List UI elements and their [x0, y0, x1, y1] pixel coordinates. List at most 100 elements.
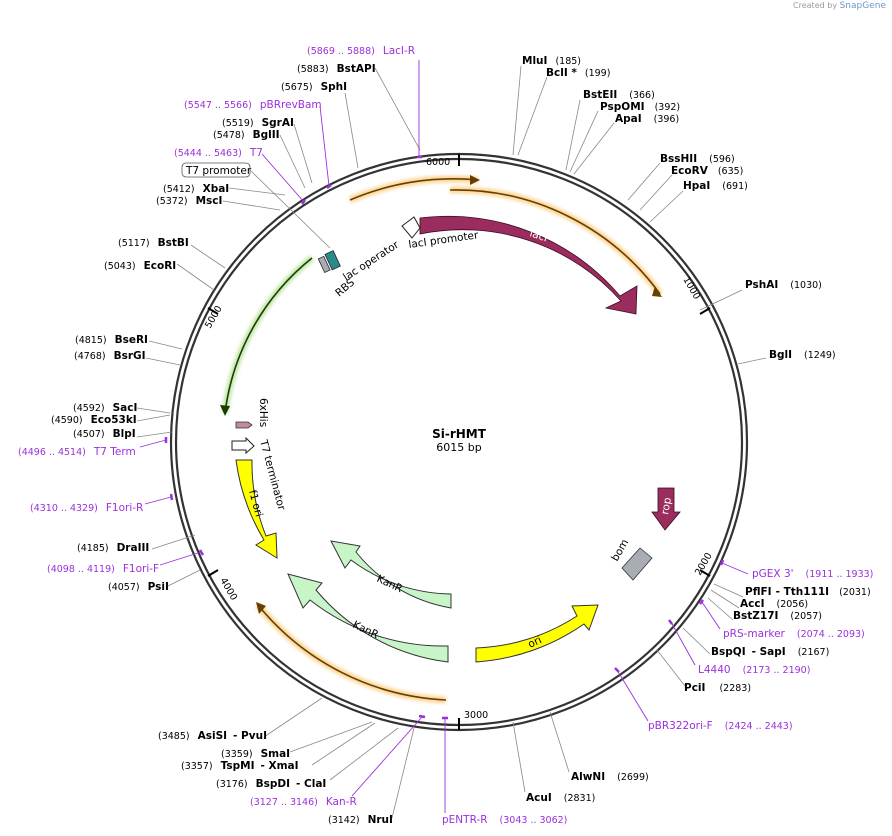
enzyme-name: SacI	[113, 402, 138, 414]
enzyme-position: (4815)	[75, 335, 107, 346]
enzyme-position: (2831)	[564, 793, 596, 804]
enzyme-position: (2699)	[617, 772, 649, 783]
enzyme-position: (4057)	[108, 582, 140, 593]
primer-name: pBR322ori-F	[648, 720, 713, 732]
enzyme-name: MscI	[196, 195, 223, 207]
svg-text:(3359)SmaI: (3359)SmaI	[221, 748, 290, 760]
enzyme-leader-lines	[136, 65, 767, 819]
tick-marks	[207, 154, 711, 730]
primer-position: (1911 .. 1933)	[806, 569, 874, 580]
primer-position: (4496 .. 4514)	[18, 447, 86, 458]
primer-position: (5444 .. 5463)	[174, 148, 242, 159]
t7-promoter-leader	[249, 169, 331, 249]
svg-text:PflFI- Tth111I(2031): PflFI- Tth111I(2031)	[745, 586, 871, 598]
enzyme-position: (2057)	[790, 611, 822, 622]
t7-terminator-arrow[interactable]	[231, 436, 255, 455]
svg-text:(4310 .. 4329)F1ori-R: (4310 .. 4329) F1ori-R	[30, 502, 143, 514]
primer-labels: (5869 .. 5888)LacI-R (5547 .. 5566)pBRre…	[18, 45, 873, 826]
enzyme-name: XbaI	[203, 183, 230, 195]
enzyme-position: (1249)	[804, 350, 836, 361]
enzyme-name: DraIII	[117, 542, 150, 554]
enzyme-name: BclI *	[546, 67, 577, 79]
enzyme-position: (4590)	[51, 415, 83, 426]
enzyme-name: PsiI	[148, 581, 169, 593]
lacI-label: lacI	[528, 227, 549, 244]
enzyme-name: PshAI	[745, 279, 778, 291]
f1-ori-feature-arrow[interactable]	[235, 459, 278, 559]
svg-text:(4098 .. 4119)F1ori-F: (4098 .. 4119)F1ori-F	[47, 563, 159, 575]
svg-text:L4440(2173 .. 2190): L4440(2173 .. 2190)	[698, 664, 810, 676]
enzyme-labels: MluI(185) BclI * (199) BstEII(366) PspOMI…	[51, 55, 871, 826]
primer-name: T7 Term	[93, 446, 136, 458]
enzyme-position: (199)	[585, 68, 611, 79]
svg-text:(5043)EcoRI: (5043)EcoRI	[104, 260, 176, 272]
lacI-promoter-label: lacI promoter	[408, 229, 480, 251]
primer-position: (4310 .. 4329)	[30, 503, 98, 514]
enzyme-name: AccI	[740, 598, 764, 610]
enzyme-name: BstAPI	[337, 63, 376, 75]
enzyme-position: (4507)	[73, 429, 105, 440]
enzyme-name-alt: - Tth111I	[776, 586, 830, 598]
enzyme-name: PspOMI	[600, 101, 645, 113]
enzyme-name: BstBI	[158, 237, 189, 249]
rop-feature-arrow[interactable]	[651, 487, 681, 531]
enzyme-name: Eco53kI	[91, 414, 137, 426]
svg-text:BstEII(366): BstEII(366)	[583, 89, 655, 101]
primer-position: (2074 .. 2093)	[797, 629, 865, 640]
svg-text:(4590)Eco53kI: (4590) Eco53kI	[51, 414, 137, 426]
ori-feature-arrow[interactable]	[475, 604, 599, 663]
lac-operator-box[interactable]	[324, 250, 341, 271]
svg-text:(4592)SacI: (4592)SacI	[73, 402, 137, 414]
kanr-inner-feature-arrow[interactable]	[330, 540, 452, 609]
t7-promoter-label: T7 promoter	[185, 165, 252, 177]
kanr-outer-label: KanR	[351, 619, 381, 641]
enzyme-position: (396)	[654, 114, 680, 125]
svg-text:MluI(185): MluI(185)	[522, 55, 581, 67]
svg-text:(4507)BlpI: (4507)BlpI	[73, 428, 136, 440]
enzyme-position: (691)	[722, 181, 748, 192]
enzyme-position: (3176)	[216, 779, 248, 790]
enzyme-position: (4768)	[74, 351, 106, 362]
enzyme-position: (5519)	[222, 118, 254, 129]
enzyme-name: BseRI	[115, 334, 148, 346]
svg-text:BstZ17I(2057): BstZ17I (2057)	[733, 610, 822, 622]
6xhis-feature-arrow[interactable]	[235, 421, 253, 429]
primer-position: (2424 .. 2443)	[725, 721, 793, 732]
kanr-outer-feature-arrow[interactable]	[287, 573, 449, 663]
enzyme-position: (5372)	[156, 196, 188, 207]
snapgene-logo-text: SnapGene	[839, 1, 886, 11]
svg-text:PspOMI(392): PspOMI(392)	[600, 101, 680, 113]
enzyme-name-alt: - PvuI	[233, 730, 267, 742]
svg-text:ApaI(396): ApaI(396)	[615, 113, 679, 125]
svg-text:(3142)NruI: (3142)NruI	[328, 814, 393, 826]
tick-label-5000: 5000	[203, 304, 225, 330]
enzyme-position: (5117)	[118, 238, 150, 249]
svg-text:(5883)BstAPI: (5883)BstAPI	[297, 63, 376, 75]
enzyme-name: AlwNI	[571, 771, 605, 783]
lacI-feature-arrow[interactable]	[419, 215, 638, 315]
primer-name: F1ori-F	[123, 563, 159, 575]
enzyme-name: AcuI	[526, 792, 552, 804]
rbs-box[interactable]	[317, 255, 331, 274]
primer-name: F1ori-R	[106, 502, 143, 514]
svg-text:(4496 .. 4514)T7 Term: (4496 .. 4514) T7 Term	[18, 446, 136, 458]
tick-label-2000: 2000	[693, 551, 715, 577]
primer-position: (5547 .. 5566)	[184, 100, 252, 111]
lacI-promoter-arrow[interactable]	[401, 216, 421, 239]
enzyme-name: SphI	[321, 81, 347, 93]
enzyme-name: BglII	[253, 129, 280, 141]
svg-text:BclI *(199): BclI * (199)	[546, 67, 610, 79]
enzyme-position: (2283)	[719, 683, 751, 694]
enzyme-name: NruI	[368, 814, 393, 826]
created-by-text: Created by	[793, 1, 838, 10]
enzyme-name: TspMI	[221, 760, 255, 772]
svg-text:PciI(2283): PciI(2283)	[684, 682, 751, 694]
enzyme-name: BstZ17I	[733, 610, 778, 622]
enzyme-position: (2056)	[776, 599, 808, 610]
bom-feature-box[interactable]	[621, 547, 653, 581]
primer-name: L4440	[698, 664, 731, 676]
svg-text:(5117)BstBI: (5117) BstBI	[118, 237, 189, 249]
enzyme-position: (4185)	[77, 543, 109, 554]
svg-text:(4185)DraIII: (4185) DraIII	[77, 542, 149, 554]
primer-name: T7	[249, 147, 263, 159]
